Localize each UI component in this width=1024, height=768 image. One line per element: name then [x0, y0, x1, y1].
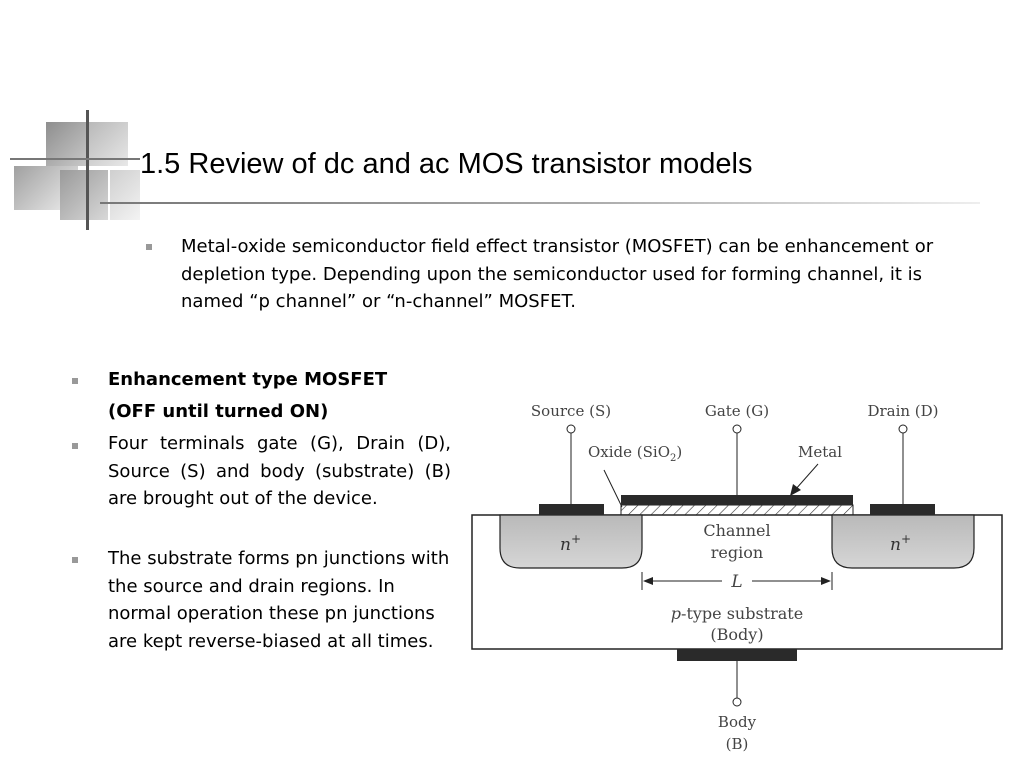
n-plus-source-sup: +: [571, 532, 581, 546]
length-arrow-left-icon: [643, 577, 653, 585]
slide-title: 1.5 Review of dc and ac MOS transistor m…: [140, 148, 753, 180]
n-plus-source-n: n: [560, 535, 571, 555]
oxide-label: Oxide (SiO2): [588, 443, 682, 464]
bullet-square-icon: [72, 443, 78, 449]
metal-label: Metal: [798, 443, 842, 461]
body-label: Body: [718, 713, 757, 731]
oxide-label-subscript: 2: [670, 453, 676, 464]
n-plus-drain-n: n: [890, 535, 901, 555]
junctions-bullet-text: The substrate forms pn junctions with th…: [108, 548, 450, 652]
n-plus-drain-label: n+: [890, 532, 911, 555]
drain-terminal: [898, 424, 908, 434]
oxide-pointer: [603, 469, 623, 508]
length-label: L: [730, 572, 742, 592]
n-plus-source-label: n+: [560, 532, 581, 555]
body-terminal: [732, 697, 742, 707]
corner-decoration: [0, 100, 160, 230]
drain-contact: [870, 504, 935, 515]
channel-label-line2: region: [711, 543, 763, 562]
oxide-label-close: ): [676, 443, 682, 461]
n-plus-source-region: [499, 514, 643, 569]
source-contact: [539, 504, 604, 515]
oxide-layer: [620, 504, 854, 516]
body-b-label: (B): [726, 735, 749, 753]
title-underline: [100, 202, 980, 204]
heading-line-2: (OFF until turned ON): [108, 401, 329, 422]
gate-terminal: [732, 424, 742, 434]
n-plus-drain-region: [831, 514, 975, 569]
drain-label: Drain (D): [867, 402, 938, 420]
bullet-square-icon: [146, 244, 152, 250]
body-contact: [677, 649, 797, 661]
oxide-label-text: Oxide (SiO: [588, 443, 670, 461]
intro-bullet-text: Metal-oxide semiconductor field effect t…: [181, 236, 934, 312]
length-arrow-right-icon: [821, 577, 831, 585]
bullet-square-icon: [72, 557, 78, 563]
source-terminal: [566, 424, 576, 434]
n-plus-drain-sup: +: [901, 532, 911, 546]
metal-gate: [621, 495, 853, 505]
bullet-square-icon: [72, 378, 78, 384]
metal-pointer: [794, 463, 819, 491]
terminals-bullet-text: Four terminals gate (G), Drain (D), Sour…: [108, 433, 451, 509]
channel-label-line1: Channel: [703, 521, 770, 540]
substrate-label: p-type substrate: [671, 604, 803, 623]
heading-line-1: Enhancement type MOSFET: [108, 369, 388, 390]
metal-arrowhead-icon: [790, 484, 801, 496]
substrate-rest: -type substrate: [681, 604, 803, 623]
source-label: Source (S): [531, 402, 611, 420]
substrate-p: p: [671, 604, 681, 623]
gate-label: Gate (G): [705, 402, 769, 420]
substrate-body-label: (Body): [710, 625, 763, 644]
